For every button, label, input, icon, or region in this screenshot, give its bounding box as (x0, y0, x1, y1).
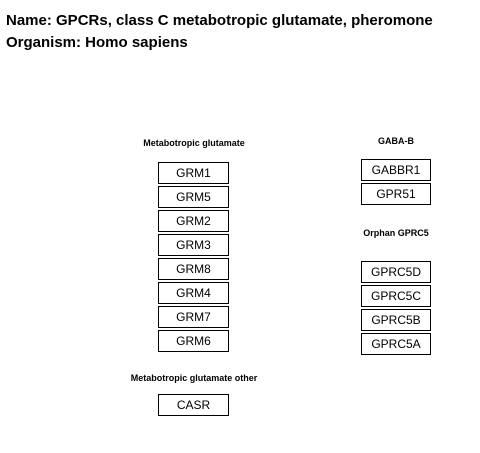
group-gaba-b: GABBR1 GPR51 (361, 159, 431, 205)
gene-box-gprc5d[interactable]: GPRC5D (361, 261, 431, 283)
gene-box-gabbr1[interactable]: GABBR1 (361, 159, 431, 181)
group-orphan-gprc5: GPRC5D GPRC5C GPRC5B GPRC5A (361, 261, 431, 355)
gene-box-gprc5a[interactable]: GPRC5A (361, 333, 431, 355)
organism-label: Organism: Homo sapiens (6, 34, 188, 51)
group-title-gaba-b: GABA-B (378, 136, 414, 146)
gene-box-grm8[interactable]: GRM8 (158, 258, 229, 280)
gene-box-grm1[interactable]: GRM1 (158, 162, 229, 184)
group-metabotropic-glutamate: GRM1 GRM5 GRM2 GRM3 GRM8 GRM4 GRM7 GRM6 (158, 162, 229, 352)
group-metabotropic-glutamate-other: CASR (158, 394, 229, 416)
gene-box-grm5[interactable]: GRM5 (158, 186, 229, 208)
gene-box-grm4[interactable]: GRM4 (158, 282, 229, 304)
gene-box-casr[interactable]: CASR (158, 394, 229, 416)
gene-box-gpr51[interactable]: GPR51 (361, 183, 431, 205)
group-title-metabotropic-glutamate: Metabotropic glutamate (143, 138, 245, 148)
group-title-orphan-gprc5: Orphan GPRC5 (363, 228, 429, 238)
pathway-name: Name: GPCRs, class C metabotropic glutam… (6, 12, 433, 29)
gene-box-grm2[interactable]: GRM2 (158, 210, 229, 232)
gene-box-gprc5c[interactable]: GPRC5C (361, 285, 431, 307)
gene-box-grm6[interactable]: GRM6 (158, 330, 229, 352)
gene-box-gprc5b[interactable]: GPRC5B (361, 309, 431, 331)
gene-box-grm3[interactable]: GRM3 (158, 234, 229, 256)
group-title-metabotropic-glutamate-other: Metabotropic glutamate other (130, 373, 258, 383)
gene-box-grm7[interactable]: GRM7 (158, 306, 229, 328)
